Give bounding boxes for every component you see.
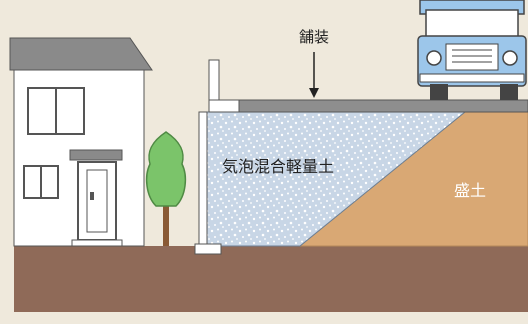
pavement-label: 舗装 (299, 28, 329, 46)
foam-soil-label: 気泡混合軽量土 (222, 157, 334, 176)
arrow-down-icon (309, 52, 319, 98)
retaining-wall (194, 59, 240, 255)
truck-icon (417, 0, 527, 100)
house-icon (9, 37, 153, 247)
pavement-layer (211, 99, 528, 113)
embankment-label: 盛土 (454, 181, 486, 200)
ground-layer (14, 246, 528, 312)
tree-icon (145, 131, 187, 246)
